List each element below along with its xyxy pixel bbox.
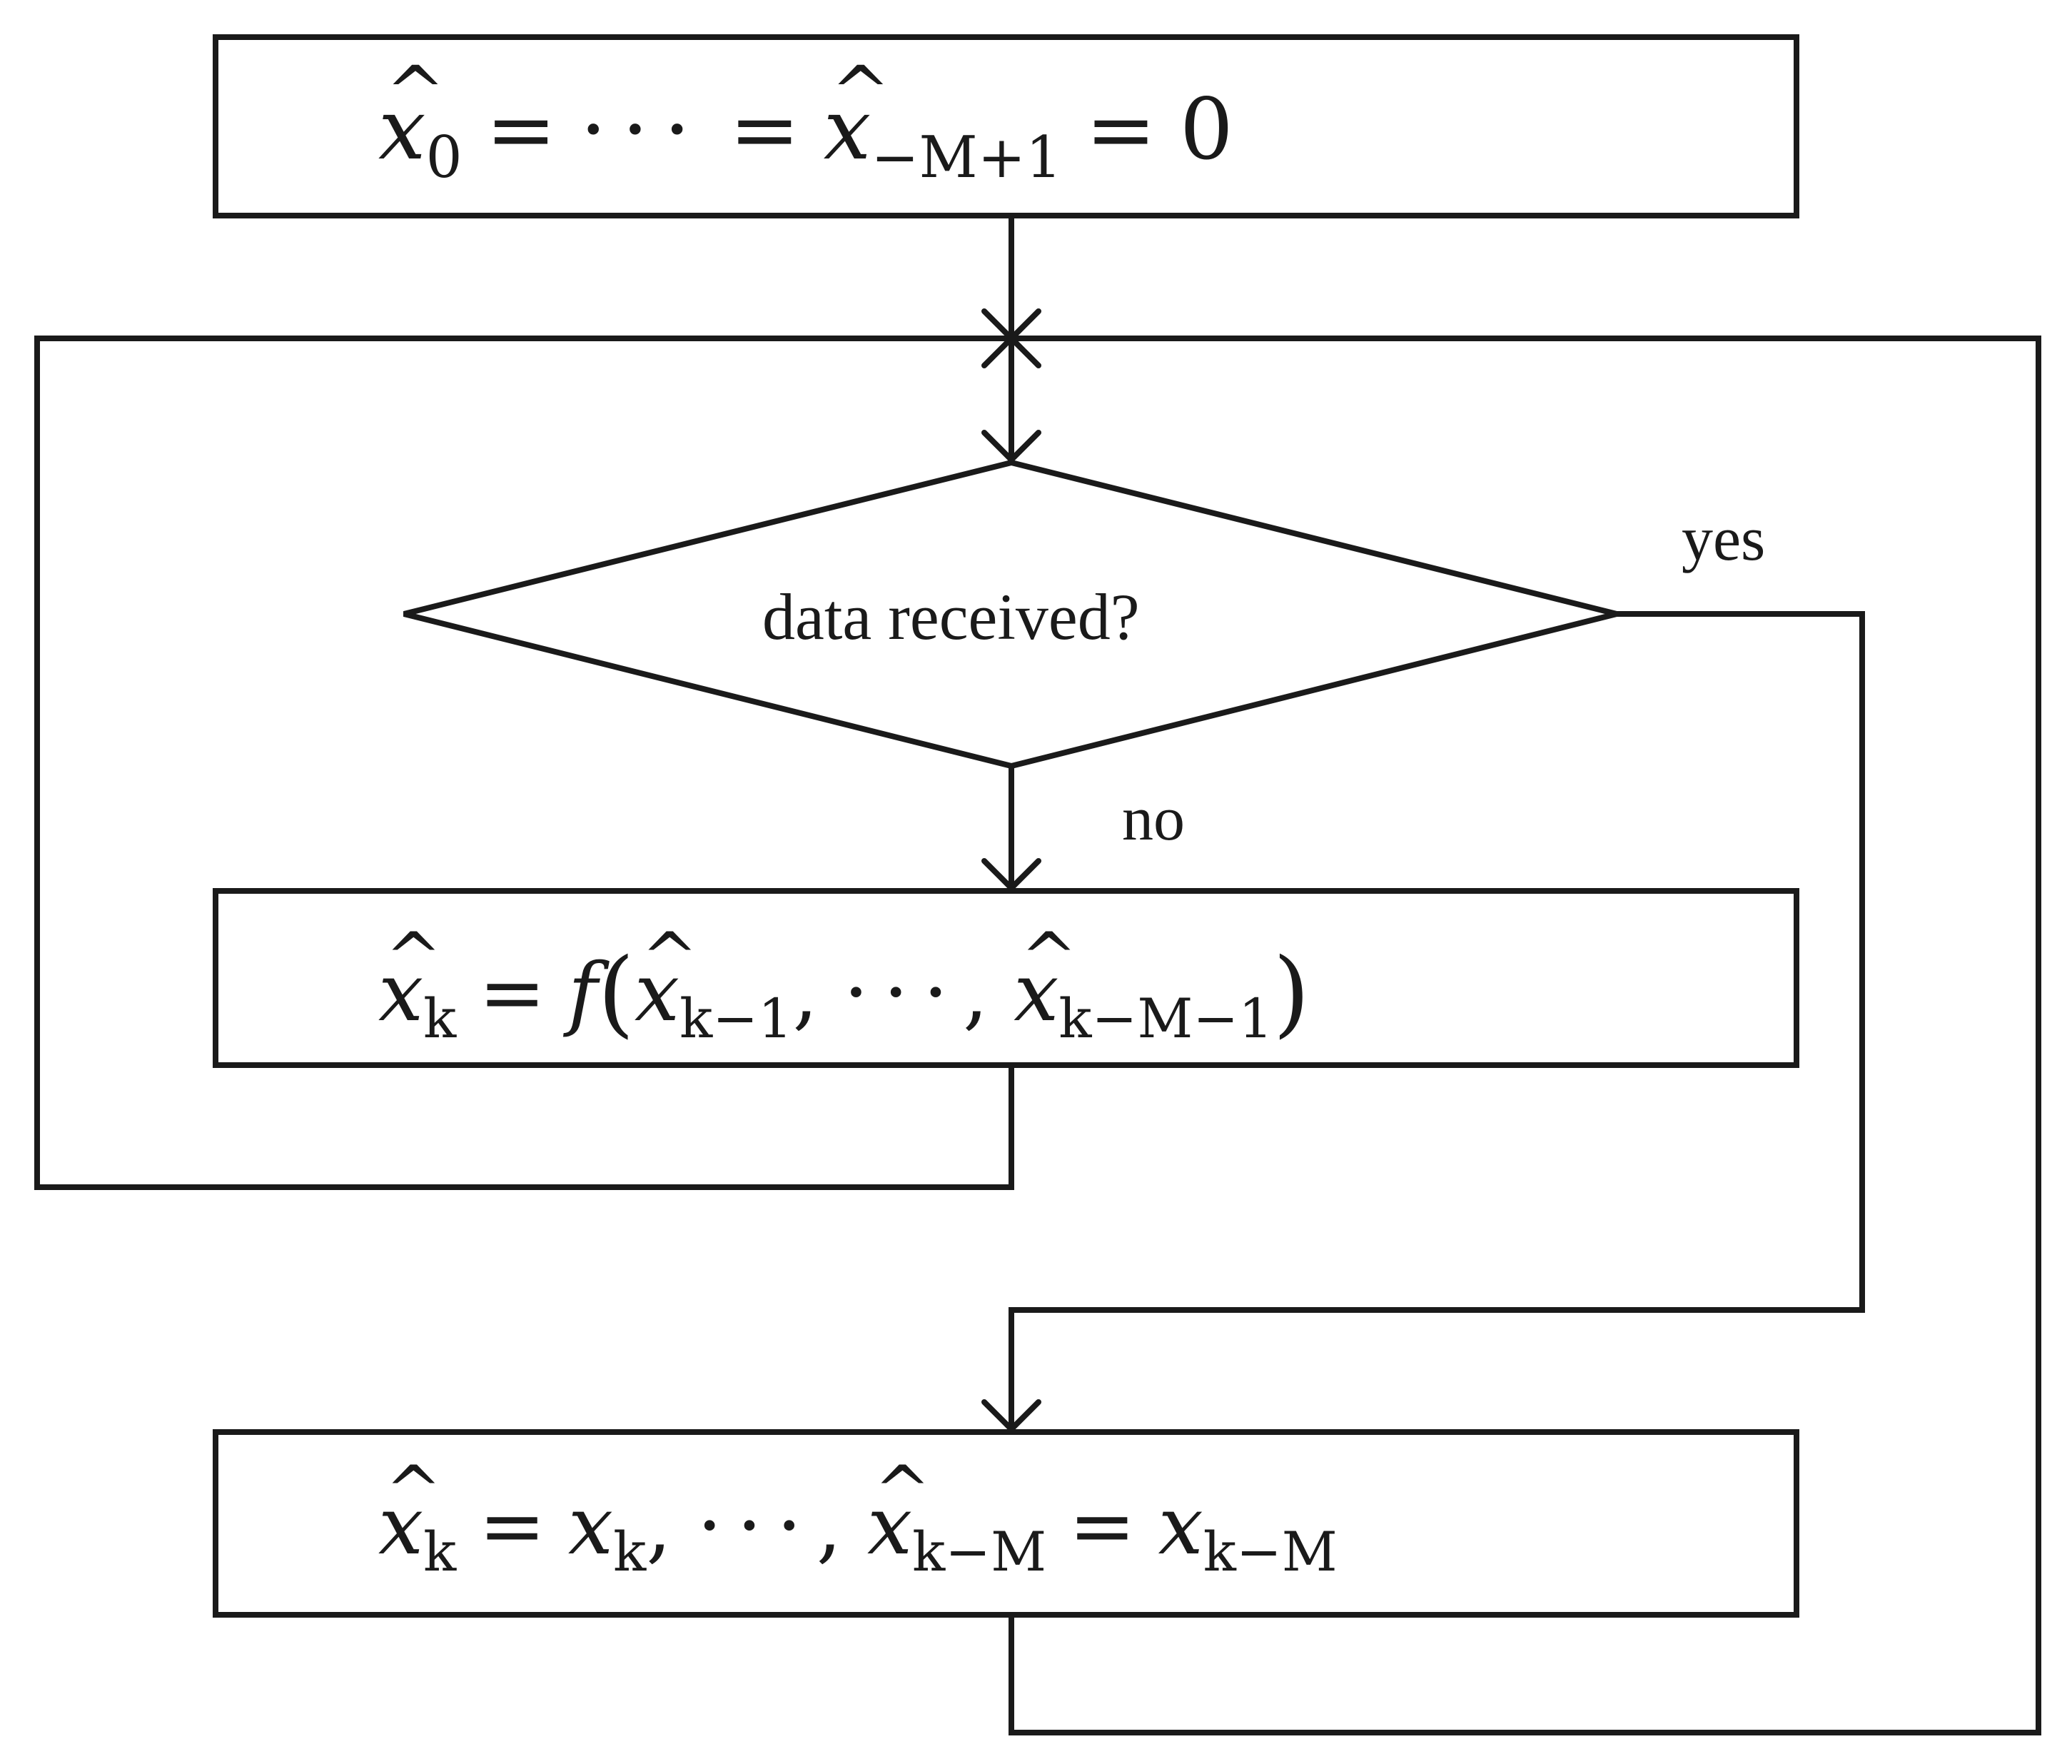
comma: ,	[816, 1480, 842, 1573]
update-formula: xk=xk, ···, xk−M=xk−M	[378, 1458, 1338, 1579]
decision-question: data received?	[762, 580, 1140, 653]
subscript-k: k	[423, 1520, 457, 1584]
x-symbol: x	[567, 1480, 614, 1573]
init-box	[213, 34, 1799, 218]
x-hat-symbol: x	[635, 924, 699, 1033]
comma: ,	[792, 947, 819, 1039]
subscript-k-minus-m-minus-1: k−M−1	[1058, 987, 1273, 1051]
subscript-k: k	[613, 1520, 647, 1584]
x-hat-symbol: x	[378, 1458, 443, 1566]
loop-back-line	[34, 336, 1014, 1190]
subscript-k-minus-m: k−M	[1203, 1520, 1338, 1584]
update-box	[213, 1429, 1799, 1618]
return-line	[1009, 336, 2041, 1735]
subscript-k-minus-1: k−1	[679, 987, 793, 1051]
right-paren: )	[1273, 937, 1310, 1048]
no-label: no	[1122, 785, 1185, 854]
subscript-k-minus-m: k−M	[912, 1520, 1047, 1584]
init-formula: x0=···=x−M+1=0	[378, 57, 1233, 186]
equals-sign: =	[478, 1480, 546, 1573]
subscript-zero: 0	[425, 124, 463, 191]
ellipsis: ···	[697, 1480, 817, 1573]
equals-sign: =	[485, 80, 557, 178]
predict-formula: xk=f(xk−1, ···, xk−M−1)	[378, 924, 1310, 1046]
equals-sign: =	[1068, 1480, 1136, 1573]
x-symbol: x	[1158, 1480, 1203, 1573]
connector-yes-branch	[1009, 611, 1865, 1432]
ellipsis: ···	[580, 80, 706, 178]
comma: ,	[646, 1480, 672, 1573]
predict-box	[213, 888, 1799, 1068]
zero-value: 0	[1179, 80, 1233, 178]
function-f: f	[567, 947, 598, 1039]
x-hat-symbol: x	[378, 924, 443, 1033]
yes-label: yes	[1682, 505, 1766, 574]
equals-sign: =	[729, 80, 800, 178]
subscript-k: k	[423, 987, 457, 1051]
left-paren: (	[597, 937, 635, 1048]
x-hat-symbol: x	[378, 57, 445, 171]
equals-sign: =	[1086, 80, 1156, 178]
x-hat-symbol: x	[824, 57, 890, 171]
ellipsis: ···	[843, 947, 964, 1039]
subscript-minus-m-plus-1: −M+1	[871, 124, 1062, 191]
equals-sign: =	[478, 947, 546, 1039]
x-hat-symbol: x	[867, 1458, 931, 1566]
comma: ,	[963, 947, 989, 1039]
x-hat-symbol: x	[1014, 924, 1078, 1033]
